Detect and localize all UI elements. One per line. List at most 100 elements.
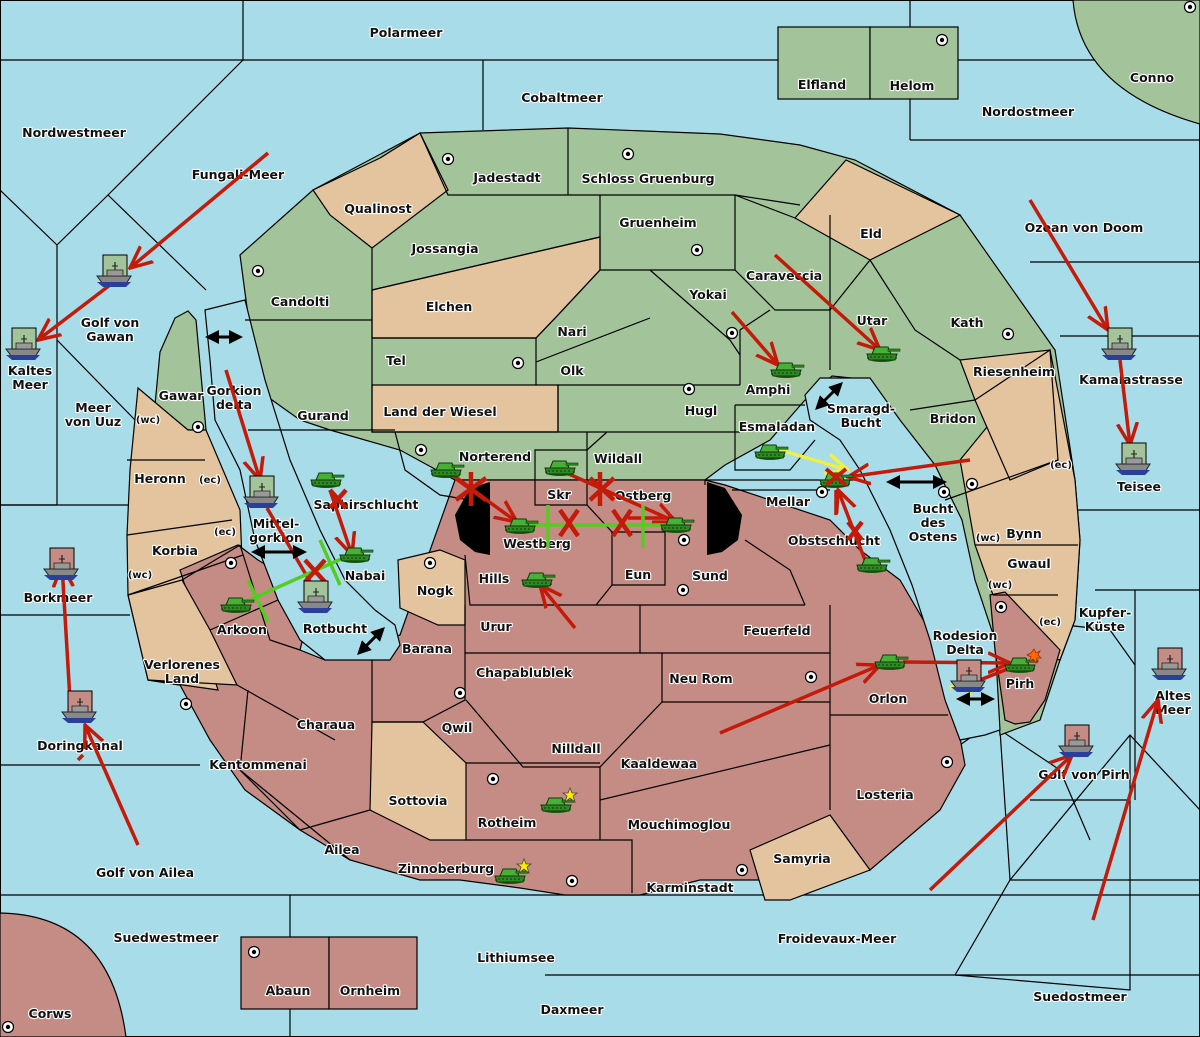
failed-x-icon xyxy=(611,508,633,538)
coast-label-korbia-ec: (ec) xyxy=(214,527,236,538)
province-label-charaua: Charaua xyxy=(297,717,355,732)
province-label-heronn: Heronn xyxy=(134,471,186,486)
supply-center-icon xyxy=(937,485,951,499)
province-label-ostberg: Ostberg xyxy=(615,488,672,503)
province-label-arkoon: Arkoon xyxy=(217,622,267,637)
province-label-land-der-wiesel: Land der Wiesel xyxy=(383,404,496,419)
supply-center-icon xyxy=(1,1020,15,1034)
supply-center-icon xyxy=(565,874,579,888)
supply-center-icon xyxy=(453,686,467,700)
province-label-helom: Helom xyxy=(890,78,935,93)
fleet-unit[interactable] xyxy=(5,327,41,361)
province-label-gruenheim: Gruenheim xyxy=(619,215,696,230)
supply-center-icon xyxy=(179,697,193,711)
units xyxy=(5,254,1187,885)
sea-label-doringkanal: Doringkanal xyxy=(37,738,123,753)
province-label-mellar: Mellar xyxy=(766,494,811,509)
province-label-hills: Hills xyxy=(479,571,510,586)
sea-label-golf-von-ailea: Golf von Ailea xyxy=(96,865,194,880)
neutral-provinces xyxy=(127,132,1059,901)
fleet-unit[interactable] xyxy=(950,659,986,693)
supply-center-icon xyxy=(423,556,437,570)
province-label-gurand: Gurand xyxy=(297,408,349,423)
province-label-barana: Barana xyxy=(402,641,452,656)
fleet-unit[interactable] xyxy=(1058,724,1094,758)
move-arrow xyxy=(719,665,880,735)
move-arrow xyxy=(928,755,1072,892)
sea-label-fungali-meer: Fungali-Meer xyxy=(192,167,285,182)
province-label-nogk: Nogk xyxy=(417,583,454,598)
supply-center-icon xyxy=(935,33,949,47)
supply-center-icon xyxy=(621,147,635,161)
province-label-riesenheim: Riesenheim xyxy=(973,364,1055,379)
province-label-caraveccia: Caraveccia xyxy=(746,268,822,283)
province-label-jadestadt: Jadestadt xyxy=(472,170,540,185)
fleet-unit[interactable] xyxy=(1115,442,1151,476)
failed-x-icon xyxy=(558,508,580,538)
province-label-karminstadt: Karminstadt xyxy=(646,880,733,895)
sea-label-cobaltmeer: Cobaltmeer xyxy=(521,90,603,105)
province-eld xyxy=(794,159,962,261)
province-label-kath: Kath xyxy=(951,315,984,330)
province-label-skr: Skr xyxy=(547,487,571,502)
fleet-unit[interactable] xyxy=(1151,647,1187,681)
province-label-wildall: Wildall xyxy=(594,451,642,466)
province-label-rotheim: Rotheim xyxy=(478,815,537,830)
fleet-unit[interactable] xyxy=(96,254,132,288)
province-elfland xyxy=(777,26,871,100)
sea-label-teisee: Teisee xyxy=(1117,479,1161,494)
failed-x-icon xyxy=(588,472,616,506)
failed-x-icon xyxy=(454,472,488,506)
province-label-urur: Urur xyxy=(480,619,512,634)
province-label-bynn: Bynn xyxy=(1006,526,1041,541)
move-arrow xyxy=(85,725,140,846)
fleet-unit[interactable] xyxy=(43,547,79,581)
province-label-losteria: Losteria xyxy=(856,787,913,802)
move-arrow xyxy=(848,458,971,477)
coast-label-korbia-wc: (wc) xyxy=(128,570,152,581)
supply-center-icon xyxy=(815,485,829,499)
province-label-bridon: Bridon xyxy=(930,411,976,426)
supply-center-icon xyxy=(1183,0,1197,14)
province-label-yokai: Yokai xyxy=(688,287,727,302)
build-star-icon xyxy=(561,786,579,804)
province-label-gwaul: Gwaul xyxy=(1007,556,1050,571)
sea-label-smaragd-bucht: Smaragd-Bucht xyxy=(827,401,895,430)
coast-label-bynn-wc: (wc) xyxy=(976,533,1000,544)
province-label-feuerfeld: Feuerfeld xyxy=(743,623,810,638)
sea-label-lithiumsee: Lithiumsee xyxy=(477,950,555,965)
province-label-esmaladan: Esmaladan xyxy=(739,419,815,434)
supply-center-icon xyxy=(224,556,238,570)
sea-label-froidevaux-meer: Froidevaux-Meer xyxy=(778,931,897,946)
supply-center-icon xyxy=(677,533,691,547)
sea-label-polarmeer: Polarmeer xyxy=(370,25,444,40)
move-arrow xyxy=(130,151,270,268)
supply-center-icon xyxy=(682,382,696,396)
supply-center-icon xyxy=(690,243,704,257)
sea-gorkion-river xyxy=(204,299,401,661)
move-arrow xyxy=(540,585,577,630)
move-arrow xyxy=(38,283,112,340)
coast-label-bynn-ec: (ec) xyxy=(1050,460,1072,471)
supply-center-icon xyxy=(251,264,265,278)
province-label-nilldall: Nilldall xyxy=(551,741,600,756)
fleet-unit[interactable] xyxy=(243,475,279,509)
province-label-eld: Eld xyxy=(860,226,882,241)
province-label-gawar: Gawar xyxy=(159,388,205,403)
fleet-unit[interactable] xyxy=(1101,327,1137,361)
coast-label-heronn-ec: (ec) xyxy=(199,475,221,486)
province-label-norterend: Norterend xyxy=(459,449,531,464)
province-label-eun: Eun xyxy=(625,567,651,582)
province-label-zinnoberburg: Zinnoberburg xyxy=(398,861,494,876)
fleet-unit[interactable] xyxy=(297,580,333,614)
supply-center-icon xyxy=(735,863,749,877)
sea-label-nordwestmeer: Nordwestmeer xyxy=(22,125,127,140)
build-markers xyxy=(515,467,1042,875)
move-arrow xyxy=(62,565,70,701)
fleet-unit[interactable] xyxy=(61,690,97,724)
